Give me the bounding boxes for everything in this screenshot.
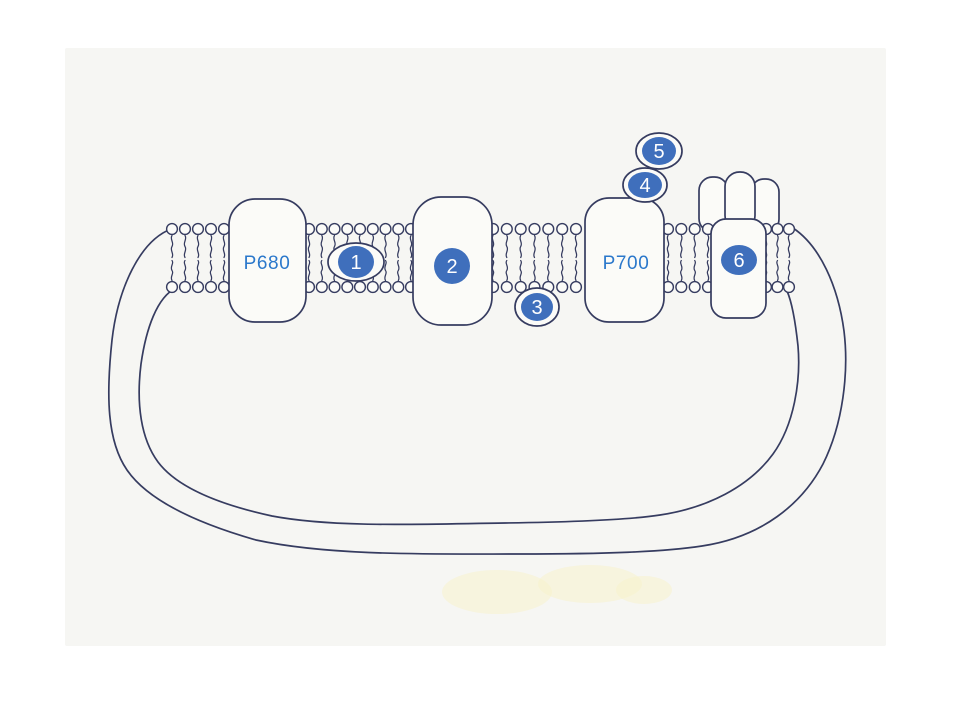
lipid-head — [514, 280, 527, 294]
marker-6: 6 — [721, 245, 757, 275]
marker-number: 5 — [653, 141, 664, 163]
lipid-head — [315, 222, 328, 236]
marker-circle — [521, 293, 553, 321]
lipid-head — [328, 280, 341, 294]
lipid-bilayer-segment — [165, 222, 231, 294]
lipid-head — [191, 280, 205, 294]
lipid-head — [341, 280, 354, 294]
marker-5: 5 — [635, 132, 683, 170]
lipid-head — [217, 280, 231, 294]
lipid-head — [204, 280, 218, 294]
marker-number: 1 — [350, 252, 361, 274]
marker-2: 2 — [434, 248, 470, 284]
lipid-head — [556, 280, 569, 294]
highlighter-smudges — [442, 565, 672, 614]
lipid-head — [165, 222, 179, 236]
marker-4: 4 — [622, 167, 668, 203]
lipid-head — [675, 280, 688, 294]
lipid-head — [366, 222, 379, 236]
lipid-head — [569, 222, 583, 236]
lipid-bilayer-segment — [661, 222, 715, 294]
lipid-head — [379, 222, 392, 236]
marker-3: 3 — [514, 287, 560, 327]
smudge — [616, 576, 672, 604]
lipid-bilayer-segment — [486, 222, 583, 294]
lipid-head — [191, 222, 205, 236]
lipid-head — [353, 280, 367, 294]
lipid-head — [204, 222, 218, 236]
lipid-head — [528, 222, 541, 236]
marker-number: 3 — [531, 297, 542, 319]
numbered-markers: 1 2 3 54 6 — [327, 132, 757, 327]
photosystem-ii-label: P680 — [244, 253, 291, 274]
marker-circle — [628, 172, 662, 198]
lipid-head — [514, 222, 527, 236]
lipid-head — [379, 280, 392, 294]
lipid-head — [771, 280, 784, 294]
lipid-head — [328, 222, 341, 236]
lipid-head — [500, 222, 513, 236]
lipid-head — [500, 280, 513, 294]
lipid-head — [217, 222, 231, 236]
smudge — [538, 565, 642, 603]
marker-number: 6 — [733, 250, 744, 272]
marker-number: 2 — [446, 256, 457, 278]
lipid-head — [392, 222, 405, 236]
lipid-head — [392, 280, 405, 294]
lipid-head — [315, 280, 328, 294]
marker-circle — [721, 245, 757, 275]
lipid-head — [782, 222, 796, 236]
lipid-head — [569, 280, 583, 294]
photosystem-i-label: P700 — [603, 253, 650, 274]
lipid-head — [771, 222, 784, 236]
lipid-head — [353, 222, 367, 236]
photosystem-ii-protein — [228, 198, 307, 323]
lipid-head — [556, 222, 569, 236]
marker-number: 4 — [639, 175, 650, 197]
marker-1: 1 — [327, 242, 385, 282]
lipid-head — [542, 222, 555, 236]
marker-circle — [434, 248, 470, 284]
lipid-head — [178, 222, 192, 236]
marker-circle — [642, 137, 676, 165]
lipid-bilayer — [165, 222, 796, 294]
lipid-head — [341, 222, 354, 236]
thylakoid-outer-membrane-line — [107, 227, 847, 555]
lipid-head — [688, 280, 701, 294]
lipid-head — [688, 222, 701, 236]
thylakoid-inner-membrane-line — [138, 287, 800, 526]
smudge — [442, 570, 552, 614]
lipid-head — [165, 280, 179, 294]
lipid-head — [366, 280, 379, 294]
marker-circle — [338, 246, 374, 278]
lipid-head — [178, 280, 192, 294]
paper-background — [65, 48, 886, 646]
lipid-head — [675, 222, 688, 236]
atp-synthase-head-lobes — [698, 171, 780, 233]
photosystem-i-protein — [584, 197, 665, 323]
lipid-head — [782, 280, 796, 294]
